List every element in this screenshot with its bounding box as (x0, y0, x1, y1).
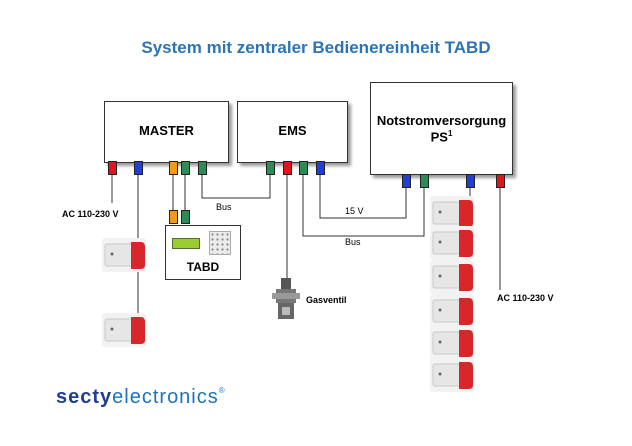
master-box: MASTER (104, 101, 229, 163)
wire-bus-ems-ps (302, 174, 425, 237)
notstrom-label-line1: Notstromversorgung (376, 113, 507, 128)
tabd-connector-green (181, 210, 190, 224)
ps-connector-red (496, 174, 505, 188)
notstrom-ps: PS (430, 129, 448, 145)
brand-reg: ® (218, 386, 226, 395)
brand-part2: electronics (112, 386, 219, 408)
brand-part1: secty (56, 386, 113, 408)
gas-valve-icon (272, 278, 300, 319)
master-connector-green-2 (198, 161, 207, 175)
diagram-title: System mit zentraler Bedienereinheit TAB… (141, 38, 491, 57)
notstrom-box: Notstromversorgung PS1 (370, 82, 513, 175)
ems-box: EMS (237, 101, 348, 163)
master-connector-green-1 (181, 161, 190, 175)
wire-15v-ems-ps (319, 174, 407, 219)
wire-bus-master-ems (201, 174, 271, 199)
detector-ps-2 (430, 226, 474, 260)
master-connector-orange (169, 161, 178, 175)
master-connector-blue (134, 161, 143, 175)
ems-connector-green-2 (299, 161, 308, 175)
tabd-connector-orange (169, 210, 178, 224)
master-label: MASTER (139, 123, 194, 138)
detector-ps-4 (430, 294, 474, 328)
detector-ps-6 (430, 358, 474, 392)
ps-connector-blue-2 (466, 174, 475, 188)
detector-master-2 (102, 313, 146, 347)
tabd-box: TABD (165, 225, 241, 280)
notstrom-footnote: 1 (447, 129, 453, 138)
detector-ps-1 (430, 196, 474, 230)
tabd-display (172, 238, 200, 249)
gasventil-label: Gasventil (306, 295, 347, 305)
ems-connector-red (283, 161, 292, 175)
ems-connector-blue (316, 161, 325, 175)
ps-connector-green (420, 174, 429, 188)
brand-logo: sectyelectronics® (56, 386, 226, 409)
ac-right-label: AC 110-230 V (497, 293, 554, 303)
ac-left-label: AC 110-230 V (62, 209, 119, 219)
detector-ps-3 (430, 260, 474, 294)
ps-connector-blue-1 (402, 174, 411, 188)
detector-ps-5 (430, 326, 474, 360)
bus-bottom-label: Bus (345, 237, 361, 247)
detector-master-1 (102, 238, 146, 272)
v15-label: 15 V (345, 206, 364, 216)
tabd-label: TABD (186, 260, 220, 274)
tabd-keypad-icon (209, 231, 231, 255)
ems-connector-green-1 (266, 161, 275, 175)
ems-label: EMS (278, 123, 307, 138)
master-connector-red (108, 161, 117, 175)
bus-top-label: Bus (216, 202, 232, 212)
notstrom-label-line2: PS1 (371, 129, 512, 144)
